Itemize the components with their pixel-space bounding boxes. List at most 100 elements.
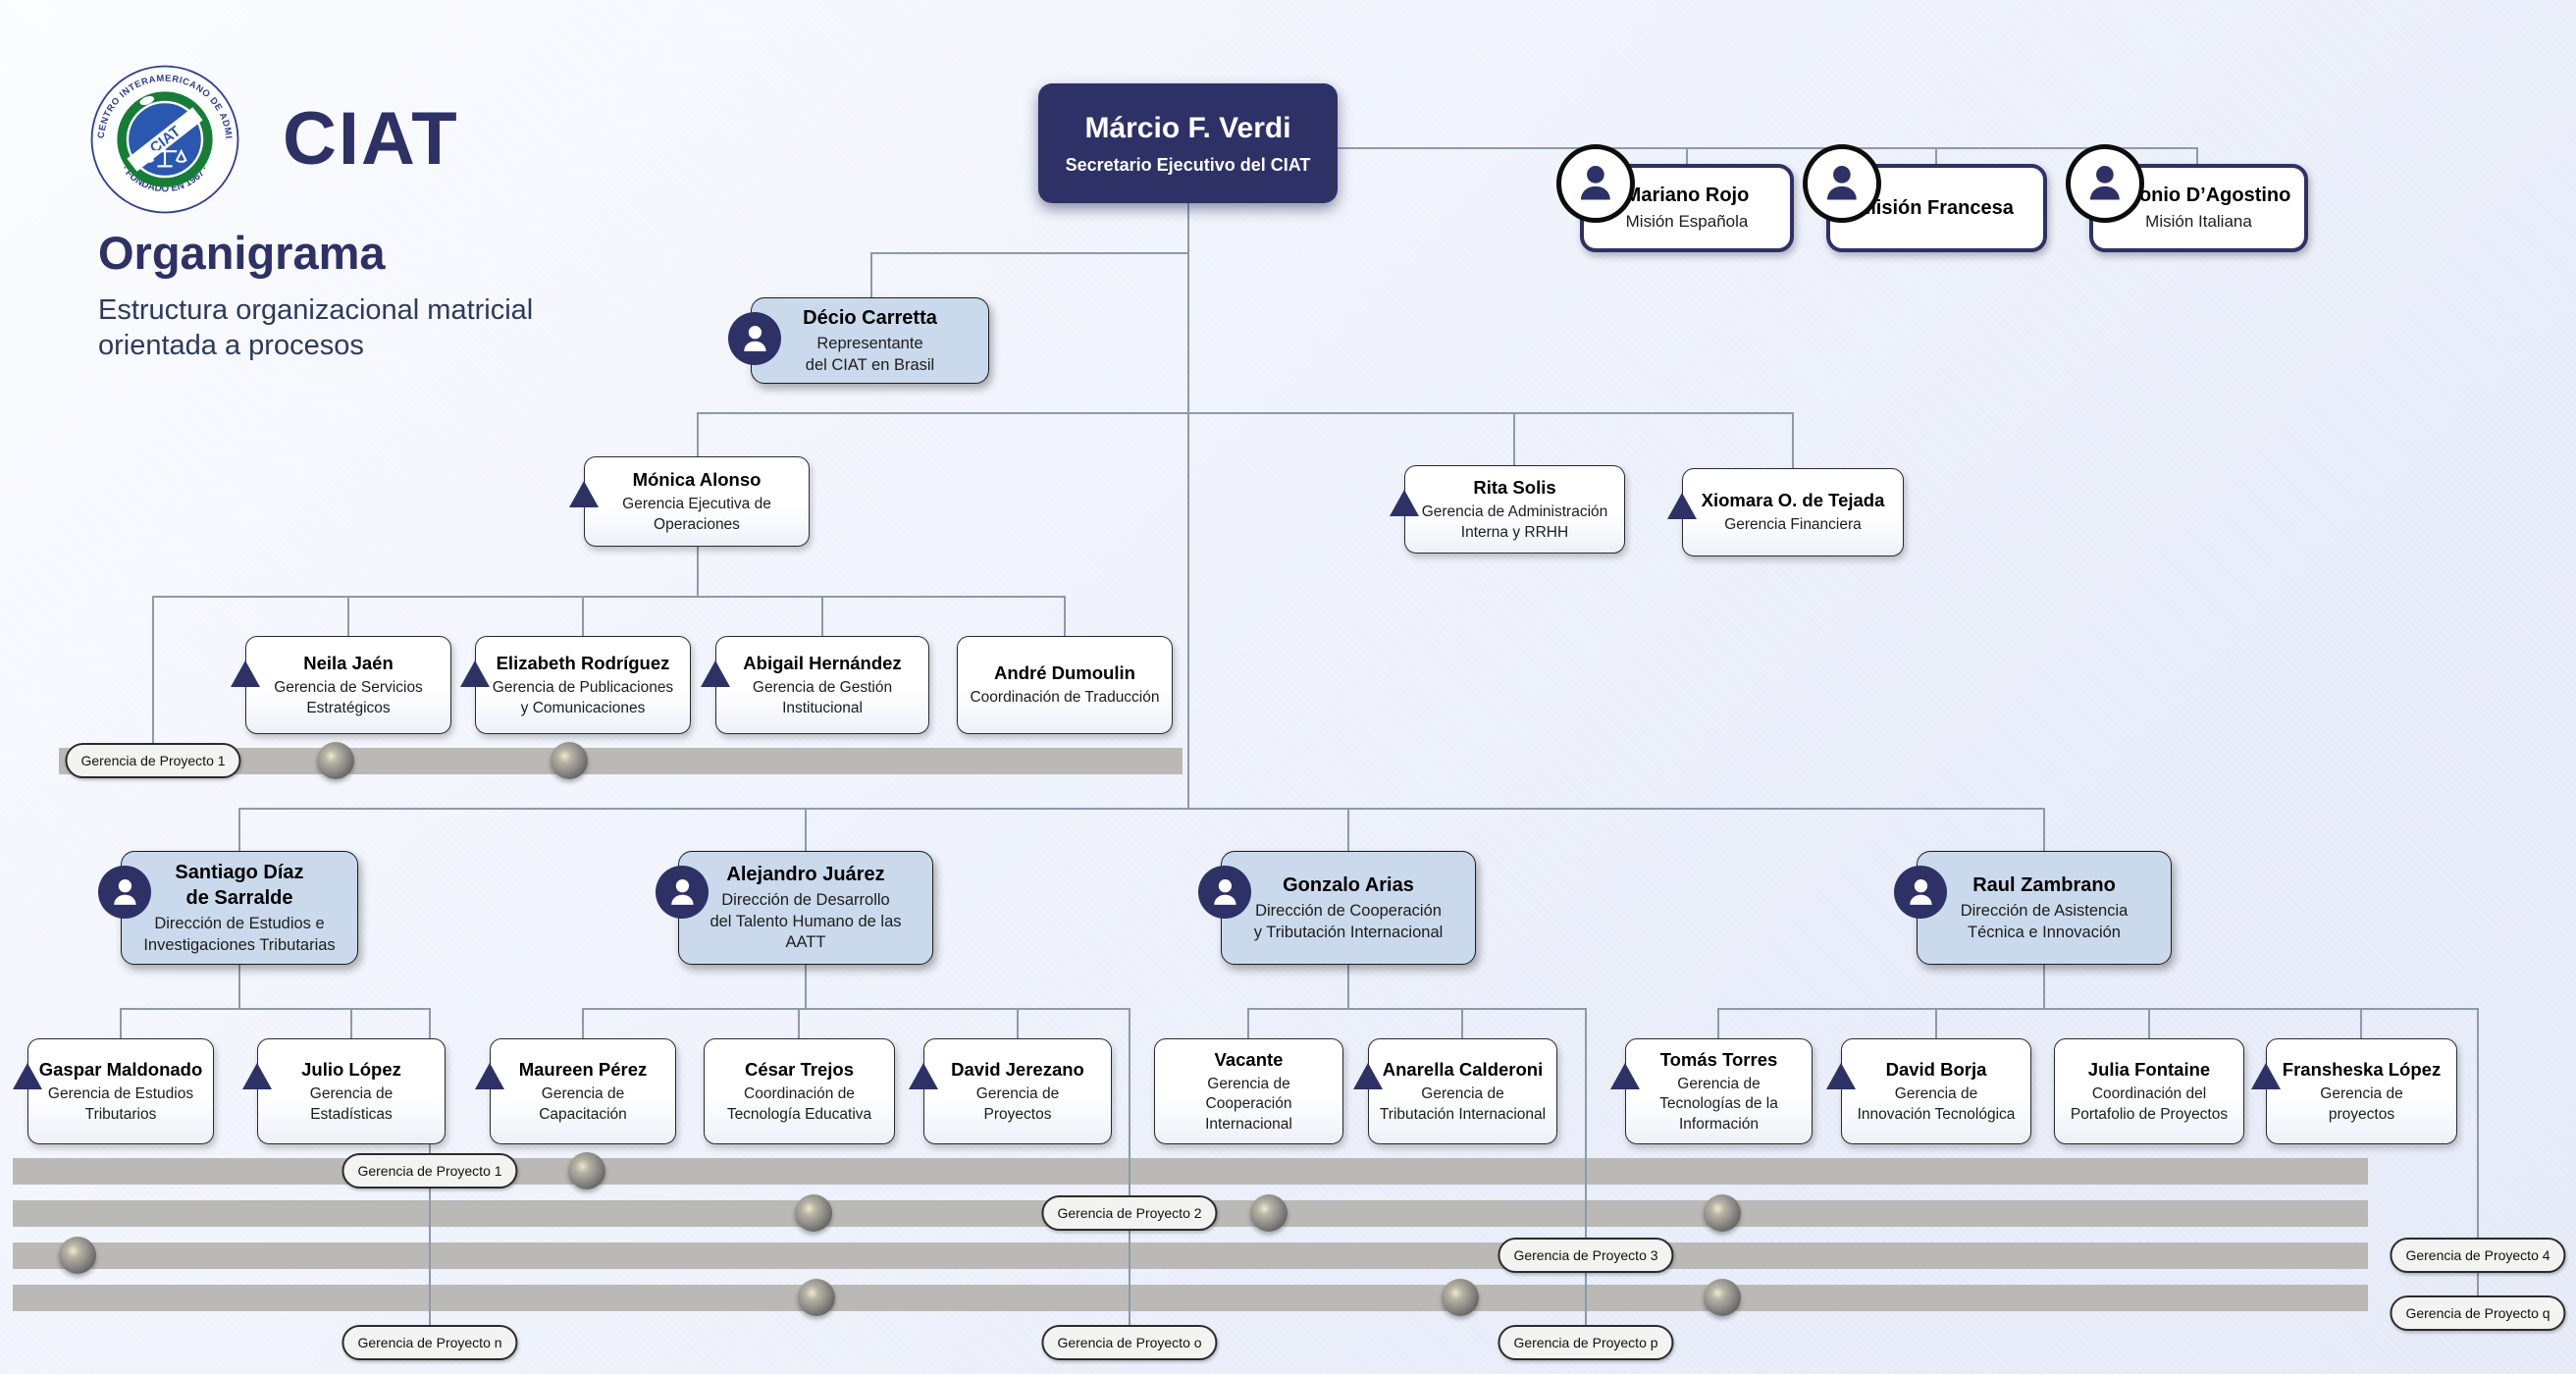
connector-line: [798, 1008, 800, 1040]
connector-line: [1064, 596, 1066, 638]
node-name: Gaspar Maldonado: [38, 1059, 203, 1081]
person-icon: [728, 312, 781, 365]
node-role: Coordinación de Traducción: [970, 689, 1160, 707]
node-role: Gerencia de Capacitación: [539, 1085, 627, 1123]
node-name: Gonzalo Arias: [1283, 874, 1414, 897]
connector-line: [582, 596, 584, 638]
connector-sphere: [59, 1237, 96, 1274]
connector-line: [1247, 1008, 1249, 1040]
person-icon: [1198, 866, 1251, 919]
node-role: Gerencia de Tributación Internacional: [1379, 1085, 1547, 1123]
node-name: César Trejos: [744, 1059, 855, 1081]
person-icon: [1556, 144, 1635, 223]
connector-line: [805, 965, 807, 1010]
node-role: Gerencia de Publicaciones y Comunicacion…: [492, 679, 674, 716]
connector-line: [870, 252, 1189, 254]
node-role: Gerencia de Cooperación Internacional: [1205, 1076, 1292, 1133]
node-name: Alejandro Juárez: [726, 864, 885, 886]
ciat-logo: CENTRO INTERAMERICANO DE ADMINISTRACIONE…: [90, 65, 239, 214]
node-role: Gerencia Ejecutiva de Operaciones: [622, 496, 771, 533]
connector-line: [1338, 147, 2198, 149]
connector-line: [1935, 147, 1937, 166]
connector-line: [805, 808, 807, 853]
connector-sphere: [551, 742, 588, 779]
connector-line: [347, 596, 349, 638]
node-name: Décio Carretta: [803, 307, 937, 330]
connector-line: [238, 808, 2045, 810]
person-icon: [98, 866, 151, 919]
connector-sphere: [795, 1194, 832, 1232]
connector-line: [697, 547, 699, 598]
connector-line: [1717, 1008, 1719, 1040]
brand-title: CIAT: [283, 97, 459, 181]
triangle-icon: [569, 481, 599, 507]
connector-line: [1247, 1008, 1587, 1010]
triangle-icon: [701, 661, 730, 687]
node-name: Fransheska López: [2282, 1059, 2442, 1081]
connector-line: [1717, 1008, 2479, 1010]
person-icon: [2066, 144, 2144, 223]
connector-line: [2196, 147, 2198, 166]
triangle-icon: [1667, 493, 1697, 519]
person-icon: [1894, 866, 1947, 919]
connector-line: [1585, 1008, 1587, 1327]
node-name: Mariano Rojo: [1624, 185, 1750, 207]
node-name: Márcio F. Verdi: [1084, 112, 1291, 145]
connector-line: [2043, 965, 2045, 1010]
triangle-icon: [242, 1063, 272, 1089]
connector-line: [120, 1008, 122, 1040]
connector-line: [1187, 203, 1189, 809]
connector-sphere: [1704, 1279, 1741, 1316]
connector-line: [1129, 1008, 1130, 1327]
triangle-icon: [909, 1063, 938, 1089]
project-pill: Gerencia de Proyecto p: [1498, 1325, 1674, 1360]
org-node-mision-francesa: Misión Francesa: [1803, 144, 2047, 252]
node-role: Gerencia de proyectos: [2320, 1085, 2403, 1123]
node-name: Mónica Alonso: [632, 469, 762, 491]
connector-sphere: [1442, 1279, 1479, 1316]
node-role: Gerencia de Estadísticas: [309, 1085, 394, 1123]
node-name: David Borja: [1885, 1059, 1987, 1081]
connector-line: [238, 965, 240, 1010]
matrix-project-bar: [13, 1242, 2368, 1269]
project-pill: Gerencia de Proyecto n: [342, 1325, 518, 1360]
node-name: Tomás Torres: [1659, 1049, 1778, 1071]
project-pill: Gerencia de Proyecto o: [1041, 1325, 1218, 1360]
connector-line: [238, 808, 240, 853]
node-name: André Dumoulin: [994, 662, 1135, 684]
project-pill: Gerencia de Proyecto 1: [65, 743, 241, 778]
